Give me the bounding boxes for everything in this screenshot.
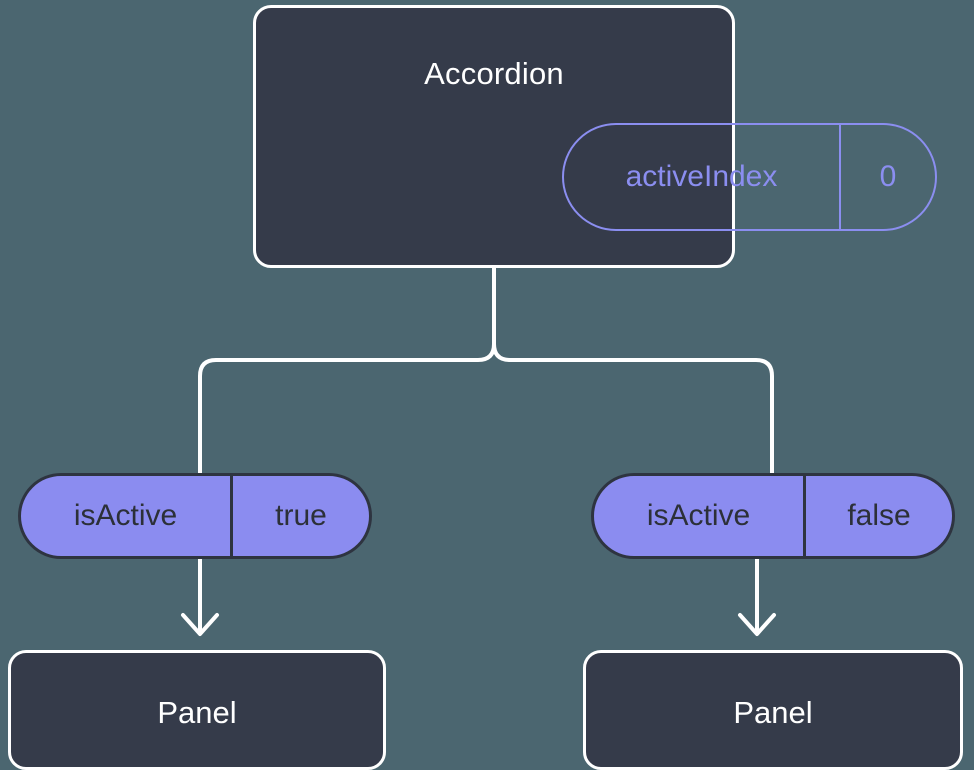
is-active-key-left: isActive xyxy=(21,476,233,556)
accordion-node[interactable]: Accordion activeIndex 0 xyxy=(253,5,937,268)
is-active-value-right: false xyxy=(847,499,911,532)
is-active-false-pill[interactable]: isActive false xyxy=(591,473,955,559)
active-index-key: activeIndex xyxy=(564,125,841,229)
panel-node-right-label: Panel xyxy=(733,695,813,730)
is-active-true-pill[interactable]: isActive true xyxy=(18,473,372,559)
panel-node-right[interactable]: Panel xyxy=(583,650,963,770)
arrowhead-left xyxy=(181,613,219,636)
arrowhead-right xyxy=(738,613,776,636)
active-index-value: 0 xyxy=(879,160,897,193)
accordion-node-label: Accordion xyxy=(424,56,564,91)
edge-root-to-left-prop xyxy=(198,266,496,475)
panel-node-left[interactable]: Panel xyxy=(8,650,386,770)
is-active-key-right: isActive xyxy=(594,476,806,556)
edge-root-to-right-prop xyxy=(492,266,774,475)
is-active-value-left: true xyxy=(275,499,327,532)
active-index-state-pill[interactable]: activeIndex 0 xyxy=(562,123,937,231)
panel-node-left-label: Panel xyxy=(157,695,237,730)
